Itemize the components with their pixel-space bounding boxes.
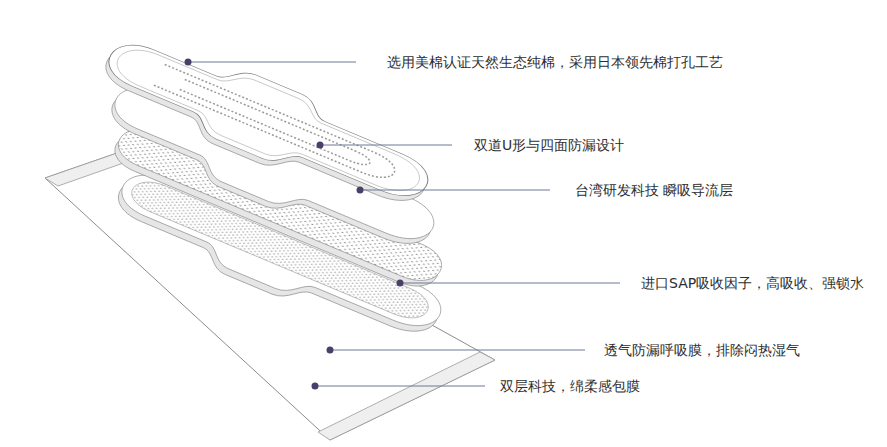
callout-label: 透气防漏呼吸膜，排除闷热湿气 <box>604 341 800 359</box>
callout-label: 双道U形与四面防漏设计 <box>474 136 624 154</box>
top-sheet <box>88 23 446 224</box>
callout-label: 选用美棉认证天然生态纯棉，采用日本领先棉打孔工艺 <box>387 53 723 71</box>
callout-label: 台湾研发科技 瞬吸导流层 <box>575 181 733 199</box>
leader-dots <box>185 59 404 390</box>
callout-label: 进口SAP吸收因子，高吸收、强锁水 <box>641 274 864 292</box>
callout-label: 双层科技，绵柔感包膜 <box>500 377 640 395</box>
leader-lines <box>188 62 620 386</box>
